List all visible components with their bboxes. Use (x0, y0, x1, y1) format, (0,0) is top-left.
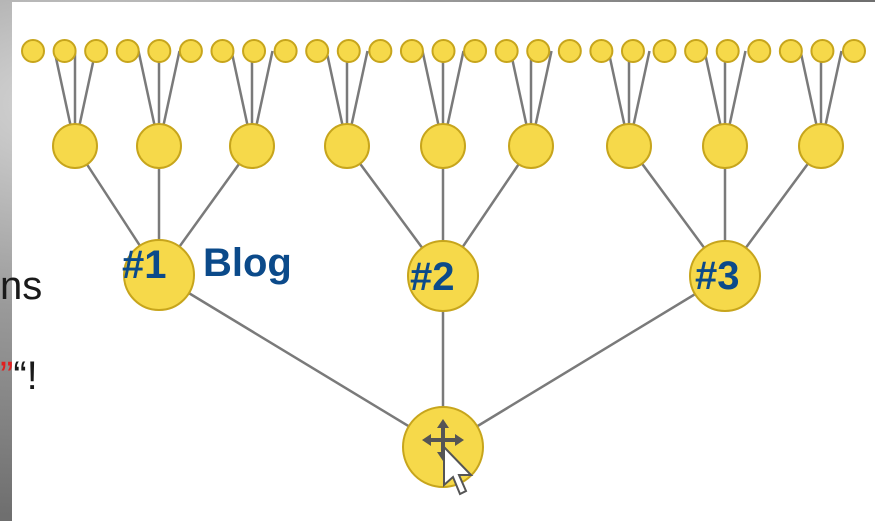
edge-root-hub1 (158, 273, 444, 449)
leaf-node[interactable] (84, 39, 109, 63)
leaf-node[interactable] (463, 39, 488, 63)
leaf-node[interactable] (273, 39, 298, 63)
leaf-node[interactable] (557, 39, 582, 63)
mid-node-2-2[interactable] (420, 123, 466, 169)
leaf-node[interactable] (115, 39, 140, 63)
leaf-node[interactable] (147, 39, 172, 63)
leaf-node[interactable] (652, 39, 677, 63)
leaf-node[interactable] (178, 39, 203, 63)
leaf-node[interactable] (747, 39, 772, 63)
quote-exclamation: “! (13, 354, 38, 398)
leaf-node[interactable] (336, 39, 361, 63)
hub-node-2[interactable] (407, 240, 479, 312)
leaf-node[interactable] (242, 39, 267, 63)
mouse-pointer-icon (443, 444, 474, 496)
hub-node-3[interactable] (689, 240, 761, 312)
leaf-node[interactable] (620, 39, 645, 63)
move-cursor-icon[interactable] (422, 419, 474, 496)
cut-off-text-line-2: ”“! (0, 356, 38, 396)
edges-layer (53, 50, 843, 449)
leaf-node[interactable] (842, 39, 866, 63)
hub1-label: #1 (122, 243, 167, 287)
blog-label: Blog (203, 241, 292, 285)
mid-node-1-1[interactable] (52, 123, 98, 169)
mid-node-2-1[interactable] (324, 123, 370, 169)
leaf-node[interactable] (589, 39, 614, 63)
leaf-node[interactable] (810, 39, 835, 63)
cut-off-text-line-1: ns (0, 264, 43, 308)
hub-node-1[interactable] (123, 239, 195, 311)
mid-node-3-3[interactable] (798, 123, 844, 169)
leaf-node[interactable] (305, 39, 330, 63)
mid-node-1-2[interactable] (136, 123, 182, 169)
leaf-node[interactable] (210, 39, 235, 63)
hub2-label: #2 (410, 255, 455, 299)
leaf-node[interactable] (494, 39, 519, 63)
leaf-node[interactable] (778, 39, 803, 63)
red-quote-mark: ” (0, 354, 14, 398)
mid-node-2-3[interactable] (508, 123, 554, 169)
leaf-node[interactable] (52, 39, 77, 63)
leaf-node[interactable] (526, 39, 551, 63)
leaf-node[interactable] (684, 39, 709, 63)
mid-node-3-1[interactable] (606, 123, 652, 169)
leaf-node[interactable] (368, 39, 393, 63)
mid-node-3-2[interactable] (702, 123, 748, 169)
hub3-label: #3 (695, 254, 740, 298)
leaf-node[interactable] (21, 39, 45, 63)
leaf-node[interactable] (399, 39, 424, 63)
edge-root-hub3 (442, 274, 726, 449)
leaf-node[interactable] (715, 39, 740, 63)
leaf-node[interactable] (431, 39, 456, 63)
mid-node-1-3[interactable] (229, 123, 275, 169)
